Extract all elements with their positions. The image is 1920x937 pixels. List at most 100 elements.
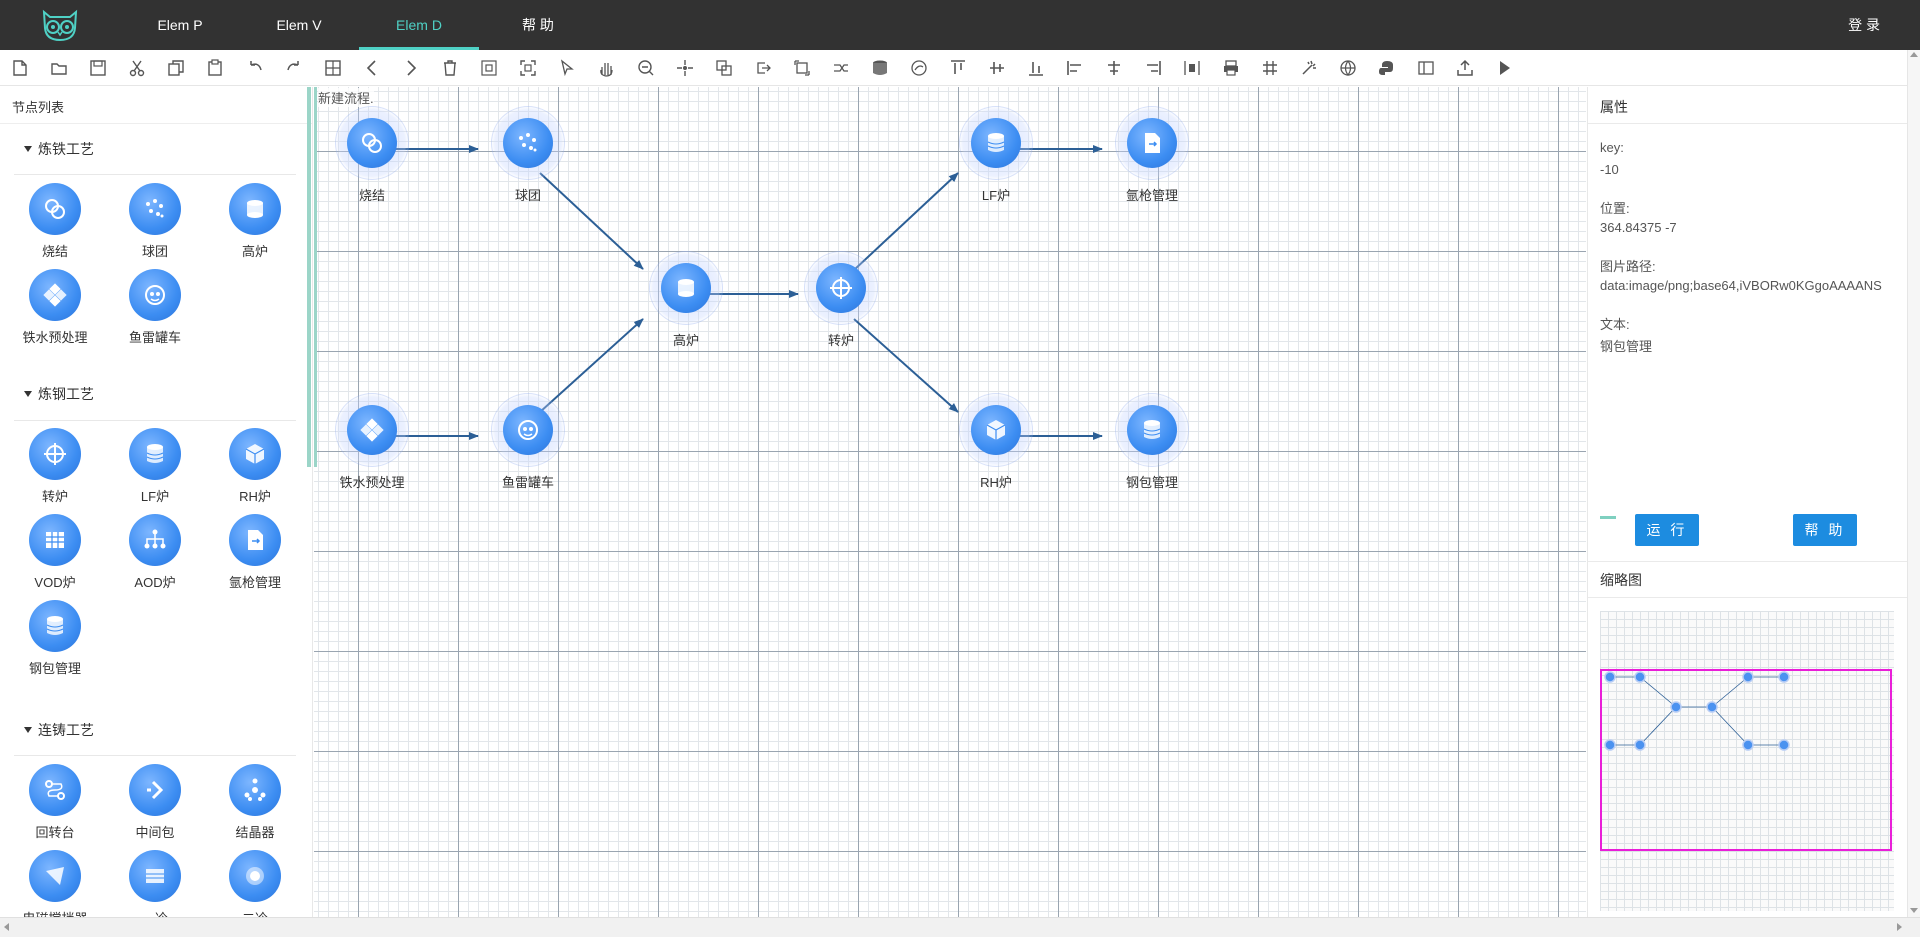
magic-icon[interactable]	[1299, 58, 1319, 78]
palette-node[interactable]: 回转台	[15, 764, 95, 844]
palette-node[interactable]: 氩枪管理	[215, 514, 295, 594]
diagram-node[interactable]: 氩枪管理	[1107, 106, 1197, 206]
palette-node[interactable]: 二冷	[215, 850, 295, 917]
viewport-box[interactable]	[1600, 669, 1892, 851]
palette-node[interactable]: VOD炉	[15, 514, 95, 594]
print-icon[interactable]	[1221, 58, 1241, 78]
align-center-icon[interactable]	[1104, 58, 1124, 78]
palette-node[interactable]: 结晶器	[215, 764, 295, 844]
palette-node[interactable]: 球团	[115, 183, 195, 263]
scroll-up-icon[interactable]	[1910, 52, 1918, 57]
vertical-scrollbar[interactable]	[1907, 50, 1920, 917]
run-icon[interactable]	[1494, 58, 1514, 78]
category-steelmaking[interactable]: 炼钢工艺	[24, 384, 94, 404]
palette-node[interactable]: RH炉	[215, 428, 295, 508]
new-icon[interactable]	[10, 58, 30, 78]
nav-elem-d[interactable]: Elem D	[359, 0, 479, 50]
overview-map[interactable]	[1600, 611, 1894, 911]
palette-node[interactable]: LF炉	[115, 428, 195, 508]
palette-node[interactable]: 电磁搅拌器	[15, 850, 95, 917]
palette-node[interactable]: AOD炉	[115, 514, 195, 594]
diagram-node[interactable]: 转炉	[796, 251, 886, 351]
prev-icon[interactable]	[362, 58, 382, 78]
category-casting[interactable]: 连铸工艺	[24, 720, 94, 740]
copy-icon[interactable]	[166, 58, 186, 78]
align-middle-icon[interactable]	[987, 58, 1007, 78]
palette-node-label: 铁水预处理	[22, 330, 88, 345]
diagram-node[interactable]: 钢包管理	[1107, 393, 1197, 493]
palette-node[interactable]: 鱼雷罐车	[115, 269, 195, 349]
open-icon[interactable]	[49, 58, 69, 78]
diagram-node[interactable]: 高炉	[641, 251, 731, 351]
globe-icon[interactable]	[1338, 58, 1358, 78]
ungroup-icon[interactable]	[753, 58, 773, 78]
python-icon[interactable]	[1377, 58, 1397, 78]
align-top-icon[interactable]	[948, 58, 968, 78]
align-left-icon[interactable]	[1065, 58, 1085, 78]
zoom-fit-icon[interactable]	[479, 58, 499, 78]
diagram-node[interactable]: 鱼雷罐车	[483, 393, 573, 493]
align-right-icon[interactable]	[1143, 58, 1163, 78]
palette-node[interactable]: 中间包	[115, 764, 195, 844]
export-icon[interactable]	[1455, 58, 1475, 78]
node-icon	[129, 514, 181, 566]
undo-icon[interactable]	[245, 58, 265, 78]
pointer-icon[interactable]	[557, 58, 577, 78]
palette-scrollbar[interactable]	[307, 87, 311, 467]
login-link[interactable]: 登 录	[1848, 17, 1880, 33]
paste-icon[interactable]	[205, 58, 225, 78]
diagram-node[interactable]: 烧结	[327, 106, 417, 206]
grid-icon[interactable]	[1260, 58, 1280, 78]
zoom-reset-icon[interactable]	[518, 58, 538, 78]
diagram-node[interactable]: 球团	[483, 106, 573, 206]
resize-icon[interactable]	[792, 58, 812, 78]
diagram-node[interactable]: LF炉	[951, 106, 1041, 206]
zoom-out-icon[interactable]	[636, 58, 656, 78]
owl-logo-icon[interactable]	[38, 8, 82, 42]
node-halo	[959, 106, 1033, 180]
prop-image-value[interactable]: data:image/png;base64,iVBORw0KGgoAAAANS	[1600, 278, 1882, 293]
prop-key-value[interactable]: -10	[1600, 162, 1619, 177]
horizontal-scrollbar[interactable]	[0, 917, 1920, 937]
canvas-ruler	[314, 87, 317, 467]
help-button[interactable]: 帮 助	[1793, 514, 1857, 546]
palette-node[interactable]: 转炉	[15, 428, 95, 508]
node-halo	[491, 106, 565, 180]
palette-node[interactable]: 烧结	[15, 183, 95, 263]
save-icon[interactable]	[88, 58, 108, 78]
select-all-icon[interactable]	[323, 58, 343, 78]
database-icon[interactable]	[870, 58, 890, 78]
category-ironmaking[interactable]: 炼铁工艺	[24, 139, 94, 159]
link-icon[interactable]	[831, 58, 851, 78]
node-halo	[1115, 393, 1189, 467]
palette-node[interactable]: 钢包管理	[15, 600, 95, 680]
node-icon	[29, 269, 81, 321]
link-torpedo-bf	[539, 318, 644, 413]
image-icon[interactable]	[1416, 58, 1436, 78]
align-bottom-icon[interactable]	[1026, 58, 1046, 78]
group-icon[interactable]	[714, 58, 734, 78]
nav-elem-p[interactable]: Elem P	[157, 17, 203, 33]
diagram-node[interactable]: RH炉	[951, 393, 1041, 493]
redo-icon[interactable]	[284, 58, 304, 78]
nav-help[interactable]: 帮 助	[522, 17, 554, 33]
layer-icon[interactable]	[909, 58, 929, 78]
prop-position-value[interactable]: 364.84375 -7	[1600, 220, 1677, 235]
prop-text-value[interactable]: 钢包管理	[1600, 339, 1653, 354]
cut-icon[interactable]	[127, 58, 147, 78]
palette-node[interactable]: 一冷	[115, 850, 195, 917]
scroll-down-icon[interactable]	[1910, 908, 1918, 913]
palette-node[interactable]: 高炉	[215, 183, 295, 263]
distribute-icon[interactable]	[1182, 58, 1202, 78]
nav-elem-v[interactable]: Elem V	[276, 17, 322, 33]
center-icon[interactable]	[675, 58, 695, 78]
next-icon[interactable]	[401, 58, 421, 78]
scroll-right-icon[interactable]	[1897, 923, 1902, 931]
delete-icon[interactable]	[440, 58, 460, 78]
run-button[interactable]: 运 行	[1635, 514, 1699, 546]
diagram-node[interactable]: 铁水预处理	[327, 393, 417, 493]
palette-node[interactable]: 铁水预处理	[15, 269, 95, 349]
scroll-left-icon[interactable]	[4, 923, 9, 931]
hand-icon[interactable]	[596, 58, 616, 78]
